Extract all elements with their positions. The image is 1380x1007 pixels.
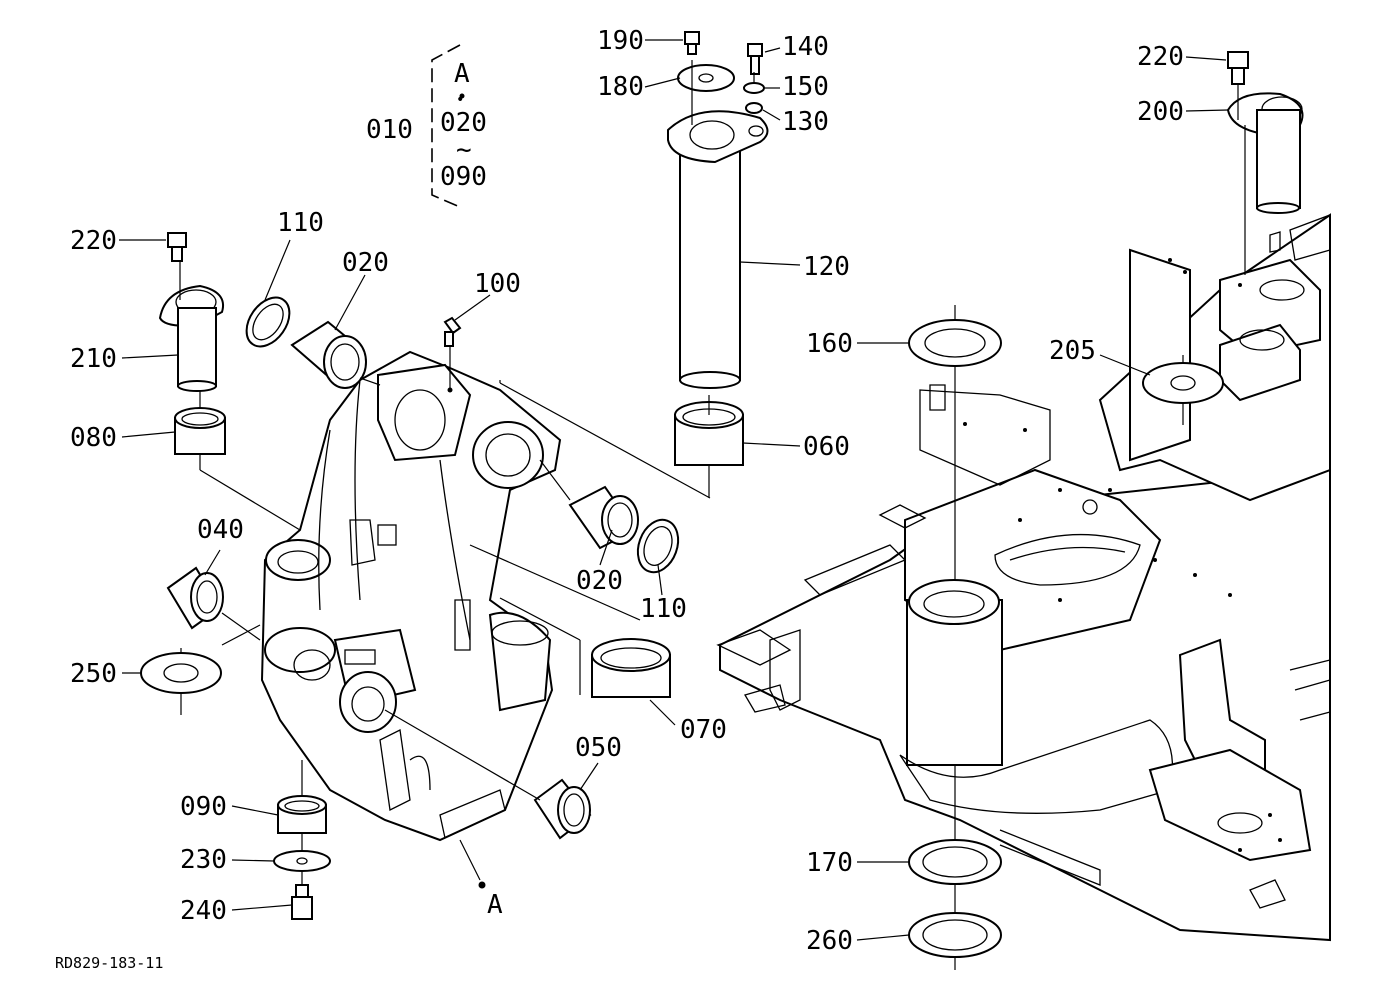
callout-200: 200 [1137, 97, 1184, 127]
callout-210: 210 [70, 344, 117, 374]
callout-150: 150 [782, 72, 829, 102]
parts [140, 31, 1304, 958]
frame-body [716, 468, 1331, 942]
callout-040: 040 [197, 515, 244, 545]
leader-lines [119, 39, 1246, 970]
callout-190: 190 [597, 26, 644, 56]
callout-130: 130 [782, 107, 829, 137]
callout-020-upper: 020 [342, 248, 389, 278]
callout-220-left: 220 [70, 226, 117, 256]
callout-110-upper: 110 [277, 208, 324, 238]
callout-090: 090 [180, 792, 227, 822]
callout-220-right: 220 [1137, 42, 1184, 72]
callout-070: 070 [680, 715, 727, 745]
callout-140: 140 [782, 32, 829, 62]
callout-170: 170 [806, 848, 853, 878]
swing-bracket [260, 350, 562, 842]
callout-205: 205 [1049, 336, 1096, 366]
callout-160: 160 [806, 329, 853, 359]
callout-180: 180 [597, 72, 644, 102]
callout-250: 250 [70, 659, 117, 689]
callout-110-lower: 110 [640, 594, 687, 624]
callout-240: 240 [180, 896, 227, 926]
reference-code: RD829-183-11 [55, 954, 163, 972]
group-dot: • [456, 92, 464, 108]
callout-050: 050 [575, 733, 622, 763]
group-bracket-labels: 010 A • 020 ~ 090 [366, 59, 487, 192]
group-main-label: 010 [366, 115, 413, 145]
callout-120: 120 [803, 252, 850, 282]
group-line1-label: A [454, 59, 470, 89]
callout-260: 260 [806, 926, 853, 956]
callout-020-lower: 020 [576, 566, 623, 596]
frame-swing-bracket [919, 213, 1331, 502]
callout-A: A [487, 890, 503, 920]
group-tilde: ~ [456, 135, 472, 165]
callout-100: 100 [474, 269, 521, 299]
callout-060: 060 [803, 432, 850, 462]
callout-230: 230 [180, 845, 227, 875]
group-line2-label: 020 [440, 108, 487, 138]
group-line3-label: 090 [440, 162, 487, 192]
callout-080: 080 [70, 423, 117, 453]
callout-labels: 190 140 180 150 130 220 200 220 110 020 … [70, 26, 1184, 956]
